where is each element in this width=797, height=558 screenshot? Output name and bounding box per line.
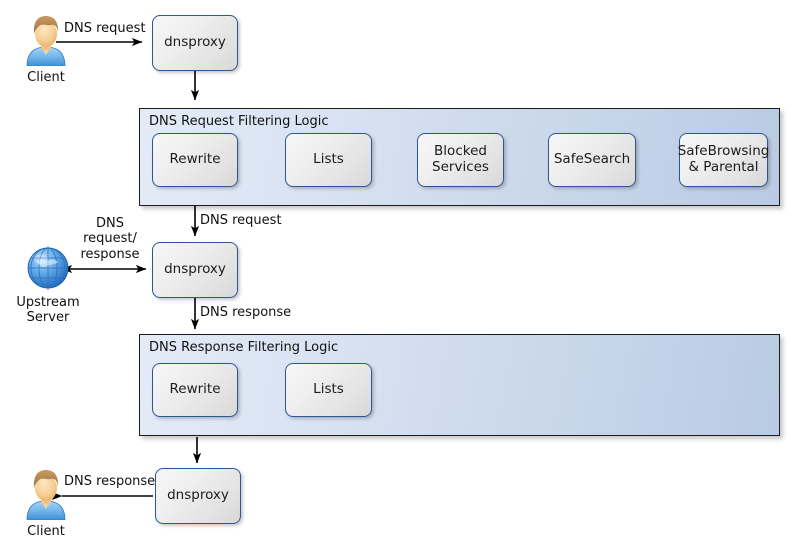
stage-resp-lists[interactable]: Lists <box>285 363 372 417</box>
dnsproxy-top-label: dnsproxy <box>164 34 226 51</box>
edge-label-request-group-to-proxy: DNS request <box>200 213 282 228</box>
caption-client-top: Client <box>27 70 65 85</box>
dnsproxy-middle-node[interactable]: dnsproxy <box>152 242 238 298</box>
dnsproxy-bottom-label: dnsproxy <box>167 487 229 504</box>
stage-req-lists-label: Lists <box>313 151 344 168</box>
stage-req-safebrowsing-parental-label: SafeBrowsing& Parental <box>677 143 770 175</box>
dnsproxy-bottom-node[interactable]: dnsproxy <box>155 468 241 524</box>
stage-req-lists[interactable]: Lists <box>285 133 372 187</box>
user-icon <box>23 468 69 521</box>
stage-req-rewrite-label: Rewrite <box>169 151 221 168</box>
stage-req-rewrite[interactable]: Rewrite <box>152 133 238 187</box>
group-request-filtering-title: DNS Request Filtering Logic <box>149 114 329 129</box>
stage-req-safesearch-label: SafeSearch <box>553 151 631 168</box>
group-response-filtering: DNS Response Filtering Logic <box>139 334 780 436</box>
dnsproxy-middle-label: dnsproxy <box>164 261 226 278</box>
dnsproxy-top-node[interactable]: dnsproxy <box>152 15 238 71</box>
edge-label-proxy-to-response-group: DNS response <box>200 305 292 320</box>
edge-label-proxy-to-client: DNS response <box>64 474 156 489</box>
stage-req-safebrowsing-parental[interactable]: SafeBrowsing& Parental <box>677 133 770 187</box>
stage-resp-rewrite[interactable]: Rewrite <box>152 363 238 417</box>
globe-icon <box>24 244 72 292</box>
user-icon <box>23 14 69 67</box>
stage-resp-lists-label: Lists <box>313 381 344 398</box>
stage-resp-rewrite-label: Rewrite <box>169 381 221 398</box>
caption-client-bottom: Client <box>27 524 65 539</box>
edge-label-client-to-proxy: DNS request <box>64 21 146 36</box>
group-response-filtering-title: DNS Response Filtering Logic <box>149 340 339 355</box>
stage-req-safesearch[interactable]: SafeSearch <box>548 133 636 187</box>
